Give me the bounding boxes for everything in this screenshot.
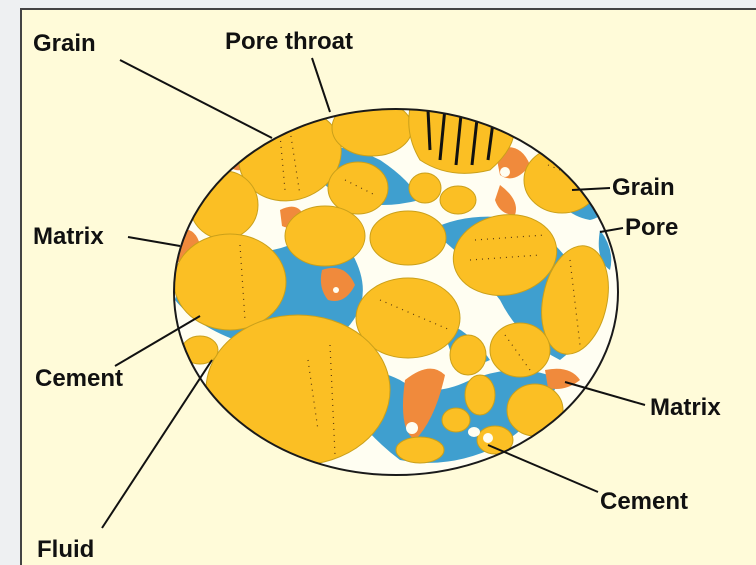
leader-matrix-left [128,237,180,246]
label-matrix-left: Matrix [33,225,104,249]
label-matrix-right: Matrix [650,396,721,420]
label-pore-right: Pore [625,216,678,240]
leader-cement-right [488,445,598,492]
leader-grain-top-left [120,60,272,138]
label-grain-top-left: Grain [33,32,96,56]
leader-pore-throat [312,58,330,112]
thin-section-contents [174,95,618,465]
label-fluid: Fluid [37,538,94,562]
label-cement-right: Cement [600,490,688,514]
label-cement-left: Cement [35,367,123,391]
label-pore-throat: Pore throat [225,30,353,54]
label-grain-right: Grain [612,176,675,200]
